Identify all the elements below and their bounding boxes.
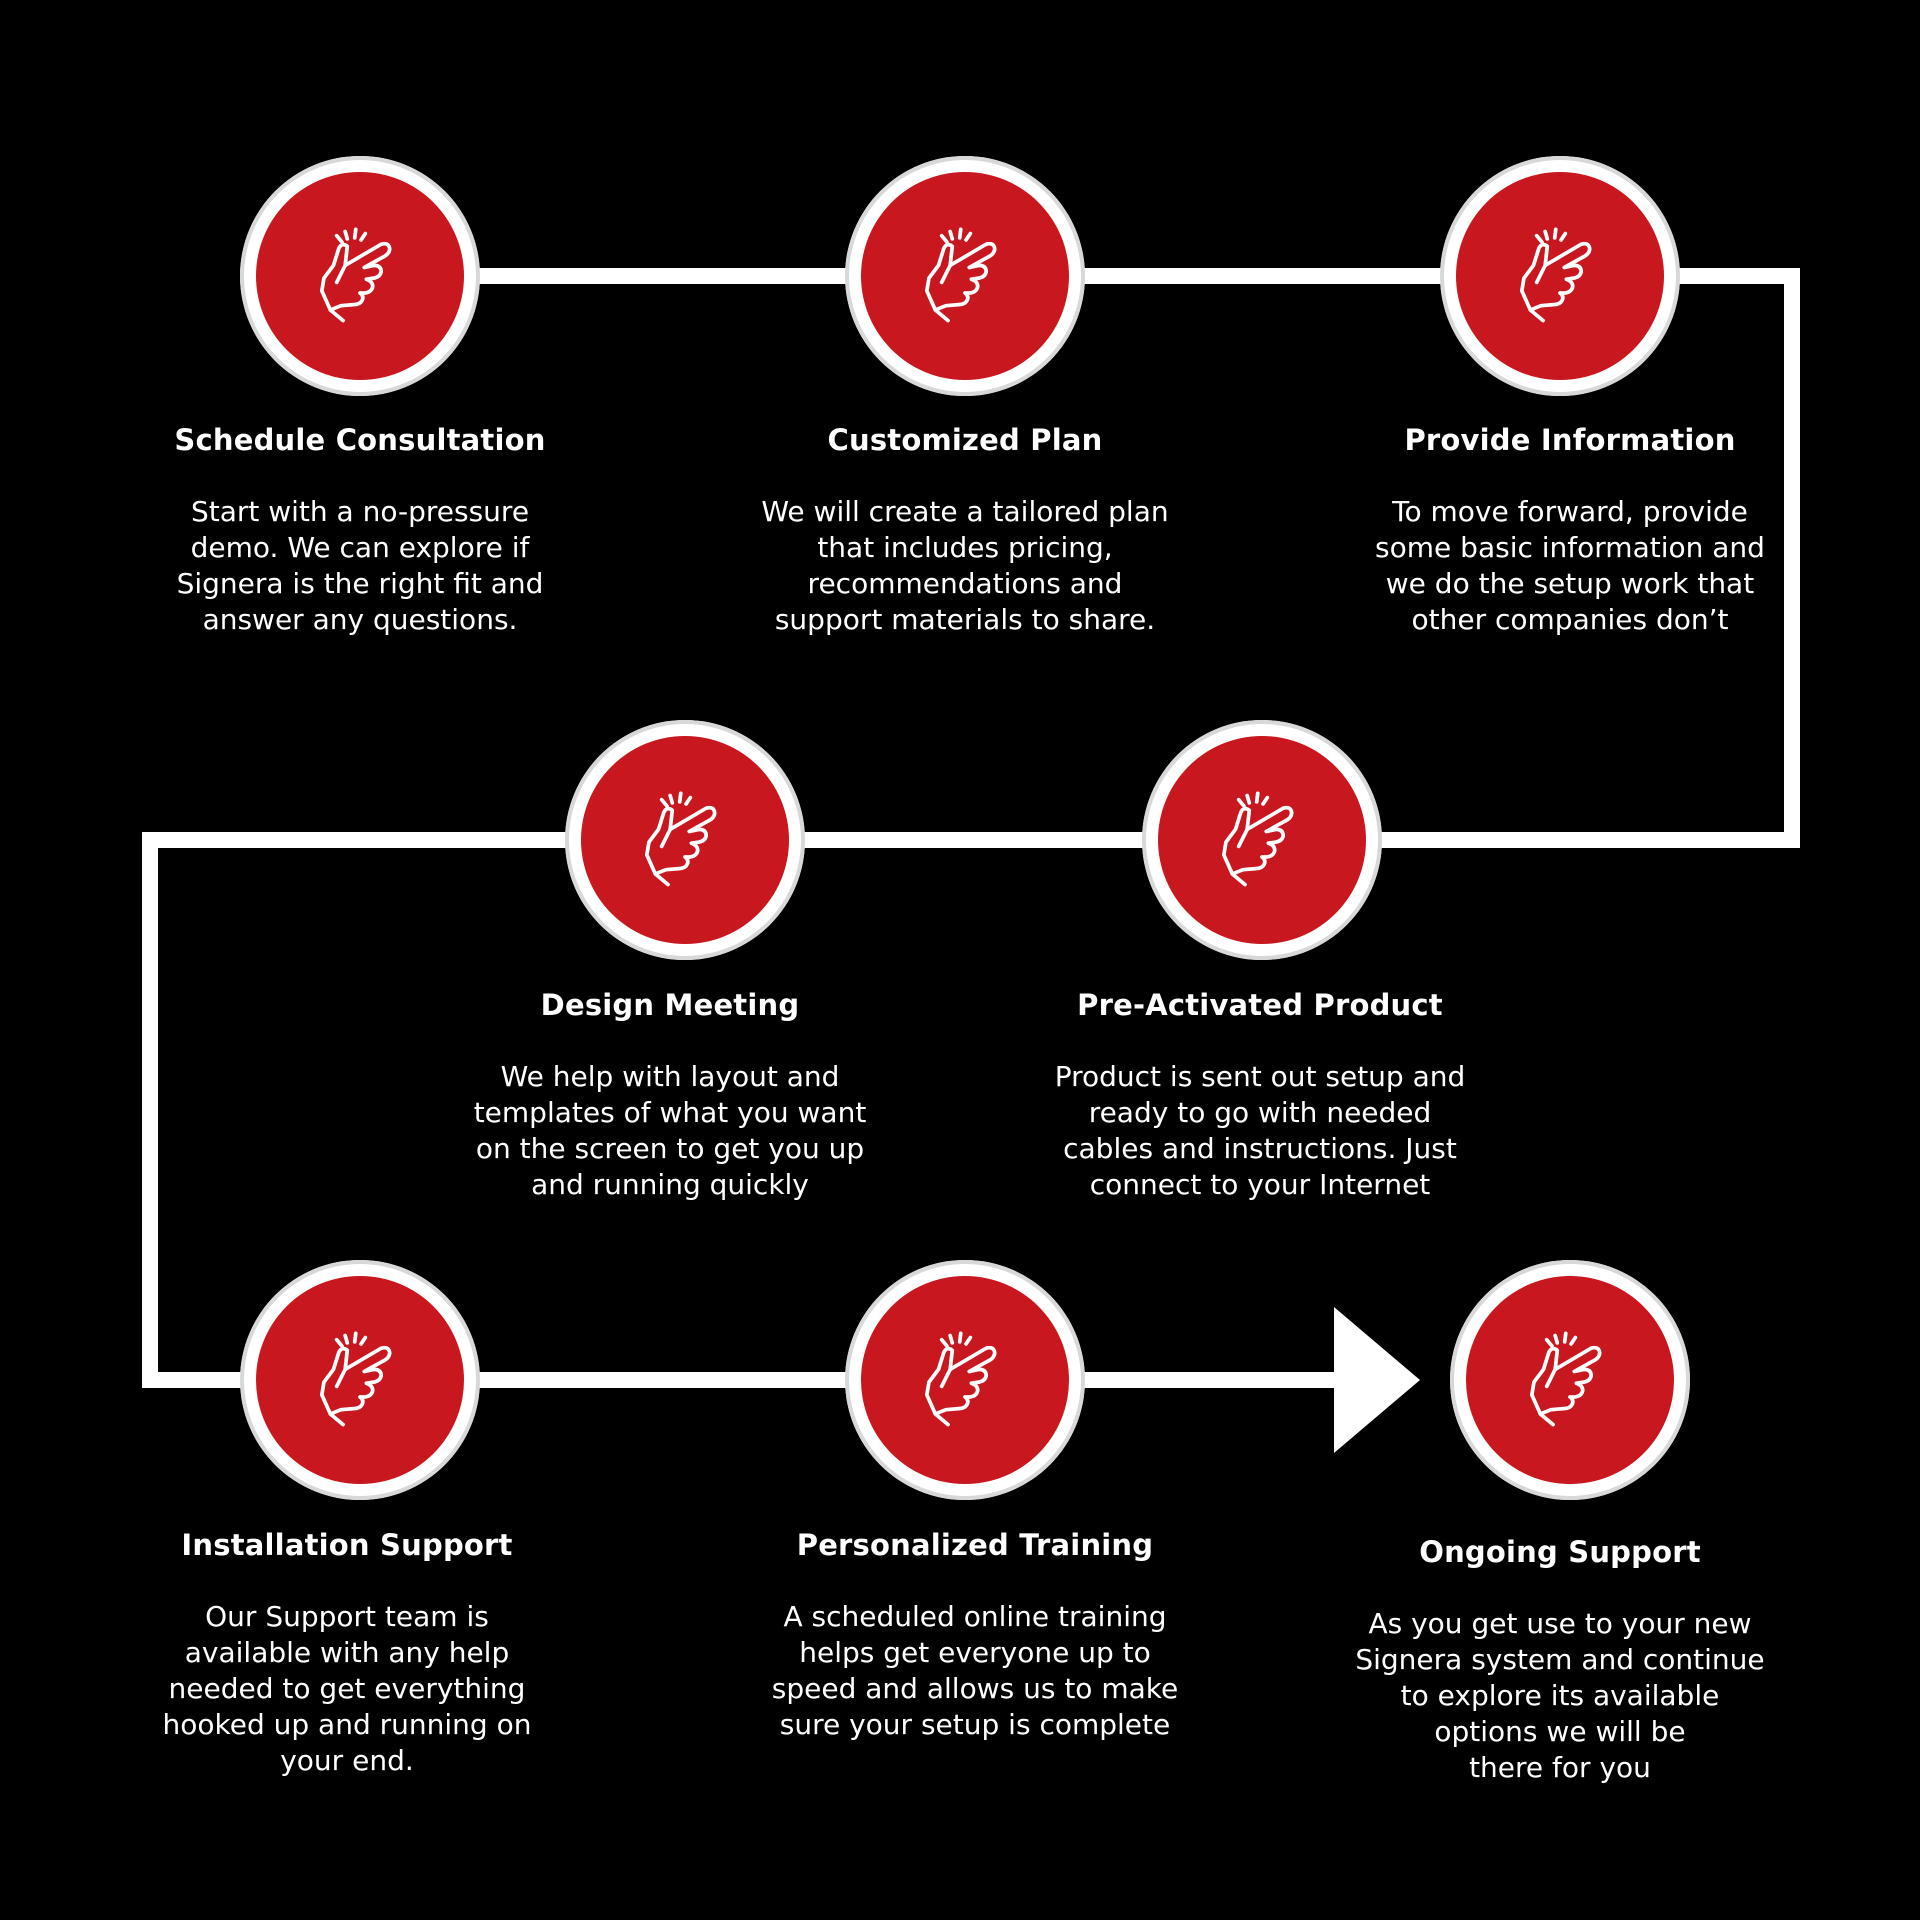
step-description-line: options we will be [1434,1715,1686,1748]
connector-row2 [142,832,1800,848]
step-text-design-meeting: Design Meeting We help with layout and t… [460,987,880,1203]
step-node-ongoing-support [1450,1260,1690,1500]
step-description-line: there for you [1469,1751,1651,1784]
step-description-line: demo. We can explore if [190,531,530,564]
step-description-line: We will create a tailored plan [761,495,1169,528]
connector-right-vertical [1784,268,1800,848]
hand-pointing-tap-icon [319,227,392,323]
step-node-personalized-training [845,1260,1085,1500]
step-description-line: we do the setup work that [1385,567,1755,600]
hand-pointing-tap-icon [644,791,717,887]
step-node-fill [861,1276,1069,1484]
step-node-fill [1466,1276,1674,1484]
step-description-line: support materials to share. [774,603,1156,636]
step-description-line: to explore its available [1400,1679,1720,1712]
step-text-ongoing-support: Ongoing Support As you get use to your n… [1350,1534,1770,1786]
step-description-line: To move forward, provide [1392,495,1748,528]
step-description: We will create a tailored plan that incl… [755,494,1175,638]
step-description-line: on the screen to get you up [475,1132,865,1165]
step-text-installation-support: Installation Support Our Support team is… [137,1527,557,1779]
step-node-fill [1456,172,1664,380]
step-description: To move forward, provide some basic info… [1360,494,1780,638]
step-description-line: speed and allows us to make [771,1672,1179,1705]
step-description-line: hooked up and running on [162,1708,532,1741]
hand-pointing-tap-icon [319,1331,392,1427]
step-description-line: Our Support team is [205,1600,489,1633]
step-description: Product is sent out setup and ready to g… [1050,1059,1470,1203]
step-node-fill [256,1276,464,1484]
step-node-provide-information [1440,156,1680,396]
step-title: Provide Information [1404,423,1736,457]
step-description-line: Signera is the right fit and [176,567,544,600]
step-description-line: needed to get everything [168,1672,526,1705]
step-description-line: Signera system and continue [1355,1643,1765,1676]
step-text-provide-information: Provide Information To move forward, pro… [1360,422,1780,638]
hand-pointing-tap-icon [1221,791,1294,887]
step-text-personalized-training: Personalized Training A scheduled online… [765,1527,1185,1743]
step-description-line: available with any help [184,1636,510,1669]
arrow-head [1334,1307,1420,1453]
step-description-line: cables and instructions. Just [1063,1132,1457,1165]
step-title: Pre-Activated Product [1077,988,1443,1022]
step-node-fill [1158,736,1366,944]
step-description: A scheduled online training helps get ev… [765,1599,1185,1743]
step-node-fill [861,172,1069,380]
step-text-customized-plan: Customized Plan We will create a tailore… [755,422,1175,638]
step-text-pre-activated-product: Pre-Activated Product Product is sent ou… [1050,987,1470,1203]
connector-left-vertical [142,832,158,1388]
step-description: Our Support team is available with any h… [137,1599,557,1779]
step-description-line: As you get use to your new [1368,1607,1752,1640]
step-description-line: templates of what you want [473,1096,867,1129]
step-description-line: other companies don’t [1411,603,1729,636]
hand-pointing-tap-icon [1519,227,1592,323]
hand-pointing-tap-icon [924,1331,997,1427]
step-description-line: helps get everyone up to [799,1636,1151,1669]
step-text-schedule-consultation: Schedule Consultation Start with a no-pr… [150,422,570,638]
step-description: As you get use to your new Signera syste… [1350,1606,1770,1786]
step-node-fill [256,172,464,380]
step-node-fill [581,736,789,944]
step-node-customized-plan [845,156,1085,396]
step-description-line: ready to go with needed [1088,1096,1432,1129]
step-description-line: that includes pricing, [817,531,1113,564]
step-description: We help with layout and templates of wha… [460,1059,880,1203]
step-description-line: connect to your Internet [1089,1168,1431,1201]
step-description-line: We help with layout and [500,1060,840,1093]
step-description-line: your end. [280,1744,414,1777]
step-description-line: A scheduled online training [783,1600,1167,1633]
step-node-pre-activated-product [1142,720,1382,960]
step-node-installation-support [240,1260,480,1500]
step-node-schedule-consultation [240,156,480,396]
step-title: Design Meeting [540,988,800,1022]
step-description-line: Start with a no-pressure [190,495,530,528]
step-node-design-meeting [565,720,805,960]
step-description: Start with a no-pressure demo. We can ex… [150,494,570,638]
step-title: Ongoing Support [1419,1535,1701,1569]
step-title: Schedule Consultation [174,423,546,457]
step-description-line: Product is sent out setup and [1054,1060,1466,1093]
step-description-line: and running quickly [531,1168,809,1201]
step-description-line: recommendations and [807,567,1123,600]
step-title: Installation Support [181,1528,513,1562]
step-description-line: some basic information and [1375,531,1765,564]
step-title: Personalized Training [796,1528,1154,1562]
hand-pointing-tap-icon [1529,1331,1602,1427]
step-description-line: sure your setup is complete [779,1708,1171,1741]
hand-pointing-tap-icon [924,227,997,323]
step-description-line: answer any questions. [202,603,518,636]
step-title: Customized Plan [827,423,1103,457]
